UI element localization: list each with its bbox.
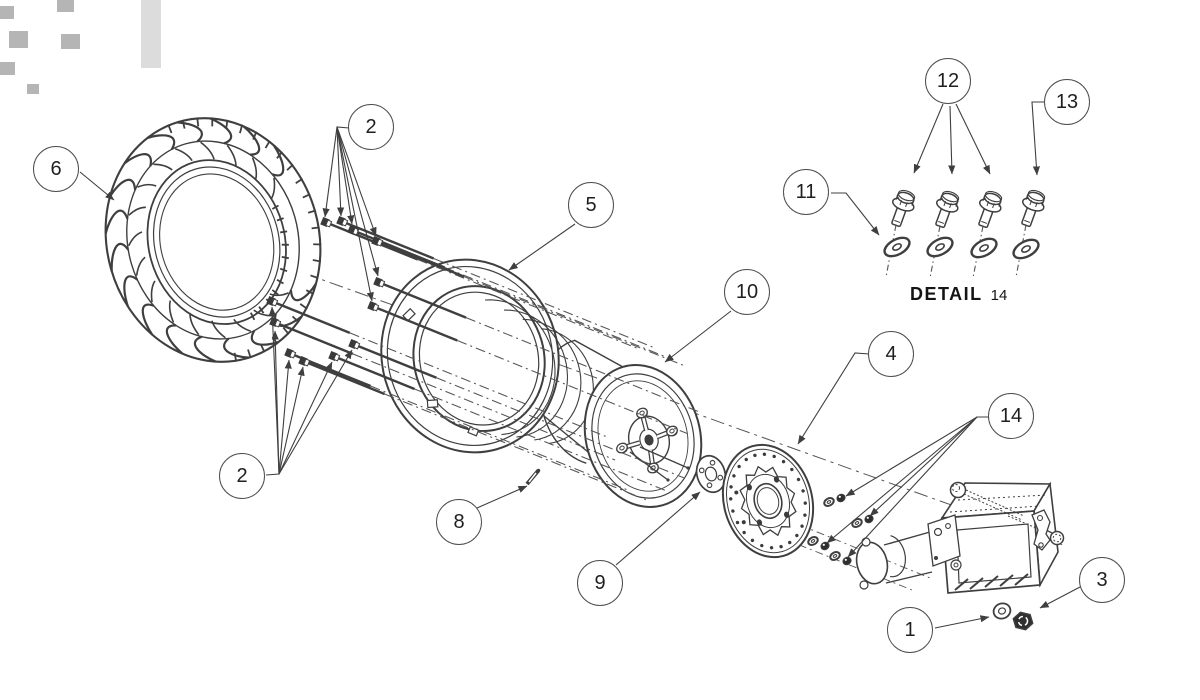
wheel-rim — [380, 258, 560, 454]
callout-rim-stud: 8 — [436, 499, 482, 545]
scan-artifact — [0, 62, 15, 75]
clamp-studs — [266, 215, 699, 501]
leader-lines — [79, 101, 1081, 629]
callout-bolt: 13 — [1044, 79, 1090, 125]
tire — [104, 117, 322, 363]
detail-caption-label: DETAIL — [910, 284, 983, 304]
callout-hub-adapter: 9 — [577, 560, 623, 606]
callout-washer: 11 — [783, 169, 829, 215]
hub-adapter — [695, 454, 727, 494]
callout-axle-nut: 3 — [1079, 557, 1125, 603]
rim-stud — [525, 468, 541, 486]
callout-wheel-rim: 5 — [568, 182, 614, 228]
hex-bolt — [935, 190, 960, 229]
hex-bolt — [891, 189, 916, 228]
detail-hardware — [883, 224, 1040, 279]
scan-artifact — [0, 6, 14, 19]
hex-bolt — [1021, 189, 1046, 228]
callout-clamp-bolts-lower: 2 — [219, 453, 265, 499]
brake-disc — [721, 443, 815, 559]
detail-caption-number: 14 — [990, 287, 1008, 304]
scan-artifact — [57, 0, 74, 12]
callout-drive-hub: 10 — [724, 269, 770, 315]
callout-disc-hardware: 14 — [988, 393, 1034, 439]
detail-caption: DETAIL 14 — [910, 284, 1007, 305]
callout-brake-disc: 4 — [868, 331, 914, 377]
scan-artifact — [141, 0, 161, 68]
callout-motor-gearbox: 1 — [887, 607, 933, 653]
motor-gearbox — [855, 481, 1065, 631]
disc-mounting-bolts — [807, 493, 874, 566]
callout-bolts: 12 — [925, 58, 971, 104]
scan-artifact — [9, 31, 28, 48]
scan-artifact — [61, 34, 80, 49]
callout-clamp-bolts-upper: 2 — [348, 104, 394, 150]
scan-artifact — [27, 84, 39, 94]
callout-tire: 6 — [33, 146, 79, 192]
hex-bolt — [978, 190, 1003, 229]
